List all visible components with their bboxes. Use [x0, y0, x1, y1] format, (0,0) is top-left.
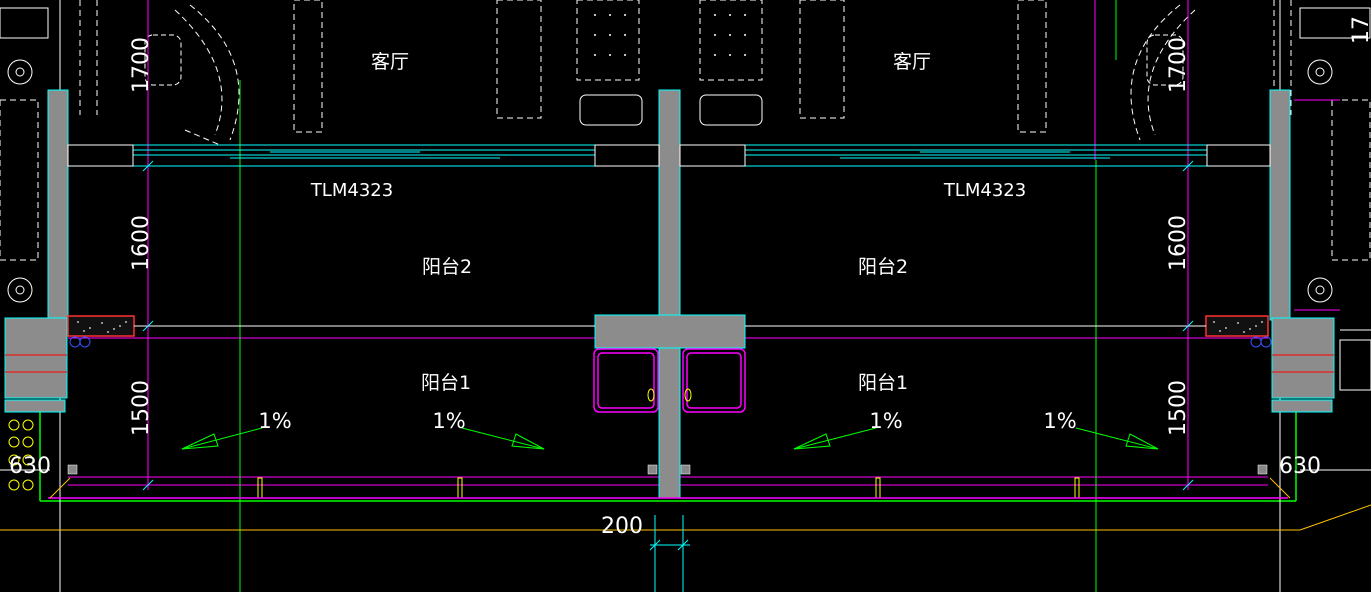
blue-pipe-circles: [69, 336, 1272, 348]
dim-630-right: 630: [1279, 454, 1321, 479]
left-wall: [47, 89, 69, 321]
slope-label: 1%: [258, 409, 291, 433]
corner-markers: [67, 464, 1268, 475]
dim-1600-right: 1600: [1166, 215, 1191, 271]
furniture-outlines: [0, 0, 1371, 261]
dim-1700-left: 1700: [129, 37, 154, 93]
dim-1700-right: 1700: [1166, 37, 1191, 93]
dim-1500-right: 1500: [1166, 380, 1191, 436]
dim-630-left: 630: [9, 454, 51, 479]
door-jambs: [67, 144, 1271, 167]
dim-1500-left: 1500: [129, 380, 154, 436]
room-label-balcony2-left: 阳台2: [422, 256, 472, 278]
dimension-labels: 1700 1700 1600 1600 1500 1500 630 630 20…: [9, 16, 1371, 539]
left-edge-detail: [8, 419, 34, 491]
dim-200: 200: [601, 514, 643, 539]
washing-machines: [593, 348, 746, 413]
sliding-door-right: [744, 144, 1208, 167]
slope-labels: 1% 1% 1% 1%: [258, 409, 1076, 433]
right-edge-detail: [1339, 329, 1371, 391]
slope-label: 1%: [1043, 409, 1076, 433]
drain-markers: [647, 388, 692, 402]
dimension-ticks: [142, 160, 1194, 491]
table-dot-patterns: [594, 14, 746, 56]
slope-label: 1%: [869, 409, 902, 433]
corner-diagonals: [49, 477, 1291, 499]
door-tag-right: TLM4323: [943, 180, 1026, 201]
door-tag-left: TLM4323: [310, 180, 393, 201]
center-column: [658, 89, 681, 499]
right-wall-ext: [1271, 399, 1333, 413]
wall-red-marks: [5, 354, 1334, 373]
sill-hatch-dots: [77, 321, 1263, 333]
right-wall-lower: [1271, 317, 1335, 399]
room-label-balcony1-right: 阳台1: [858, 372, 908, 394]
room-labels: 客厅 客厅 TLM4323 TLM4323 阳台2 阳台2 阳台1 阳台1: [310, 51, 1026, 394]
center-beam: [594, 314, 746, 349]
sliding-door-left: [132, 144, 596, 167]
room-label-living-left: 客厅: [371, 51, 409, 73]
fixture-circles: [0, 7, 1371, 303]
left-wall-lower: [4, 317, 68, 399]
dimension-200-marks: [649, 515, 690, 592]
chair-outlines: [144, 34, 1184, 126]
dim-1600-left: 1600: [129, 215, 154, 271]
orange-boundary-line: [0, 504, 1371, 531]
slope-arrows: [181, 427, 1159, 450]
slope-label: 1%: [432, 409, 465, 433]
left-wall-ext: [4, 399, 66, 413]
room-label-living-right: 客厅: [893, 51, 931, 73]
dim-edge-partial: 17: [1349, 16, 1371, 44]
walls: [4, 89, 1335, 499]
green-axis-lines: [39, 0, 1297, 592]
right-wall: [1269, 89, 1291, 321]
room-label-balcony1-left: 阳台1: [421, 372, 471, 394]
room-label-balcony2-right: 阳台2: [858, 256, 908, 278]
